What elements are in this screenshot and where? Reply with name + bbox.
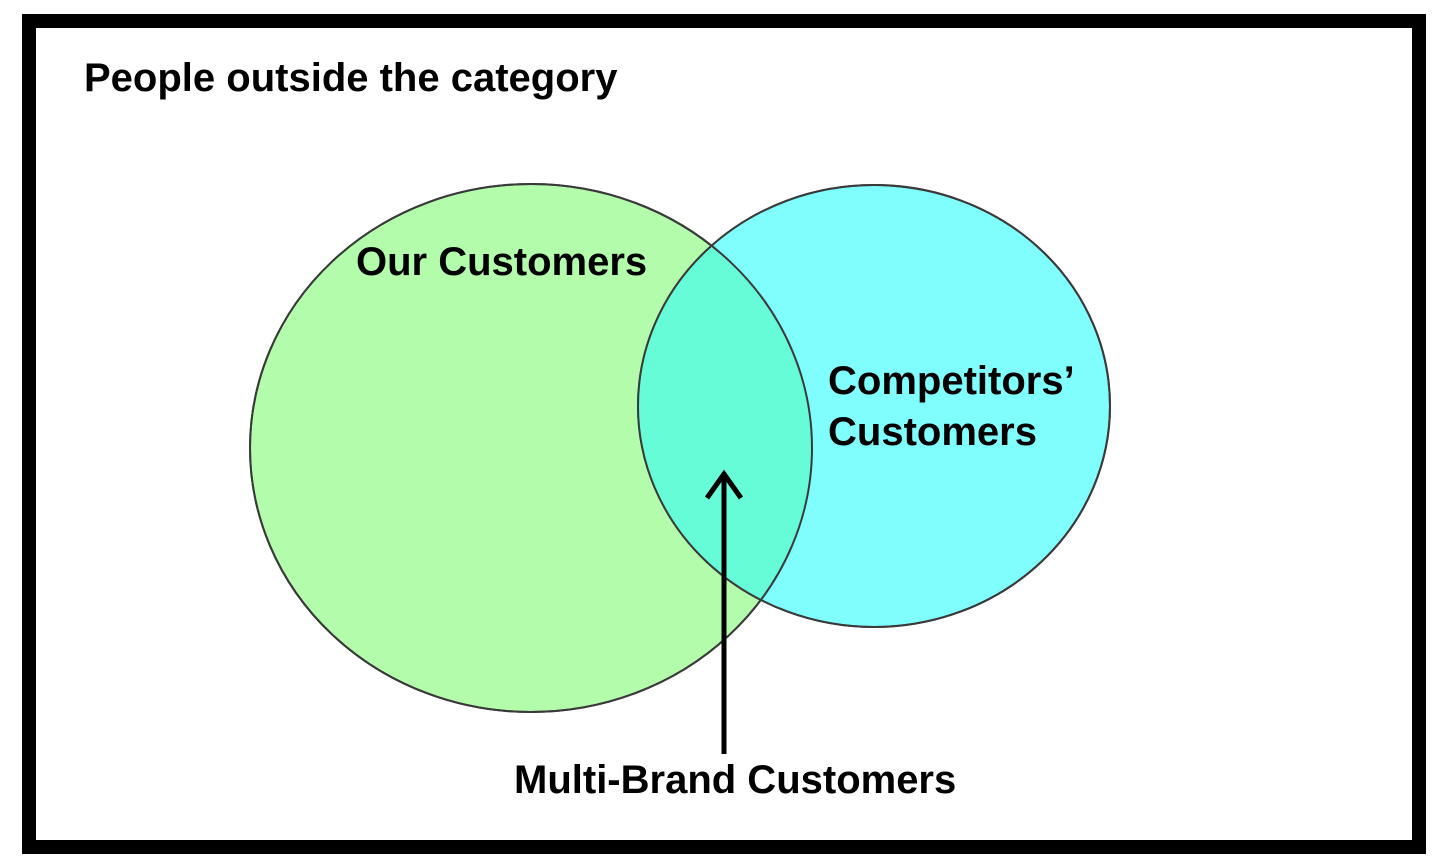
pointer-arrow <box>704 469 744 754</box>
competitors-customers-outline <box>637 184 1111 628</box>
our-customers-outline <box>249 183 813 713</box>
multi-brand-overlap <box>638 185 812 627</box>
competitors-customers-label: Competitors’ Customers <box>828 356 1075 458</box>
outside-category-label: People outside the category <box>84 56 618 100</box>
competitors-label-line2: Customers <box>828 410 1037 454</box>
competitors-label-line1: Competitors’ <box>828 359 1075 403</box>
multi-brand-customers-label: Multi-Brand Customers <box>514 758 957 802</box>
our-customers-label: Our Customers <box>356 240 648 284</box>
